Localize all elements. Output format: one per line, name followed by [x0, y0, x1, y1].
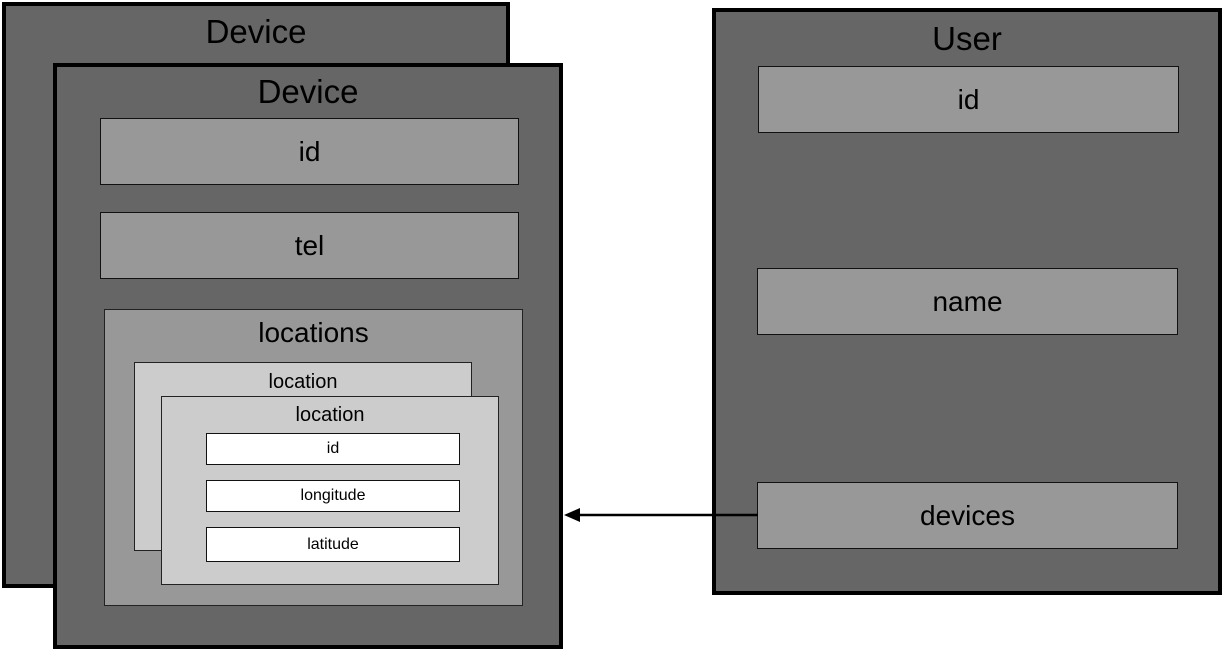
- user-field-name: name: [757, 268, 1178, 335]
- user-entity: User id name devices: [712, 8, 1222, 595]
- location-field-id-label: id: [326, 440, 340, 457]
- location-field-id: id: [206, 433, 460, 465]
- user-field-id-label: id: [957, 83, 980, 115]
- device-title: Device: [257, 73, 359, 110]
- location-field-longitude-label: longitude: [300, 487, 366, 504]
- user-field-id: id: [758, 66, 1179, 133]
- location-title: location: [295, 404, 365, 426]
- user-field-devices-label: devices: [920, 499, 1015, 531]
- device-back-title: Device: [205, 13, 307, 50]
- location-field-longitude: longitude: [206, 480, 460, 512]
- user-title: User: [932, 20, 1002, 57]
- device-field-id-label: id: [298, 135, 321, 167]
- location-field-latitude-label: latitude: [307, 535, 359, 553]
- location-back-title: location: [268, 371, 338, 393]
- location-card: location id longitude latitude: [161, 396, 499, 585]
- location-field-latitude: latitude: [206, 527, 460, 562]
- arrow-head: [564, 508, 580, 522]
- user-field-name-label: name: [932, 285, 1003, 317]
- device-field-id: id: [100, 118, 519, 185]
- device-field-tel: tel: [100, 212, 519, 279]
- device-entity: Device id tel locations location locatio…: [53, 63, 563, 649]
- locations-container: locations location location id longitude…: [104, 309, 523, 606]
- user-field-devices: devices: [757, 482, 1178, 549]
- device-field-tel-label: tel: [294, 229, 325, 261]
- locations-title: locations: [258, 317, 369, 348]
